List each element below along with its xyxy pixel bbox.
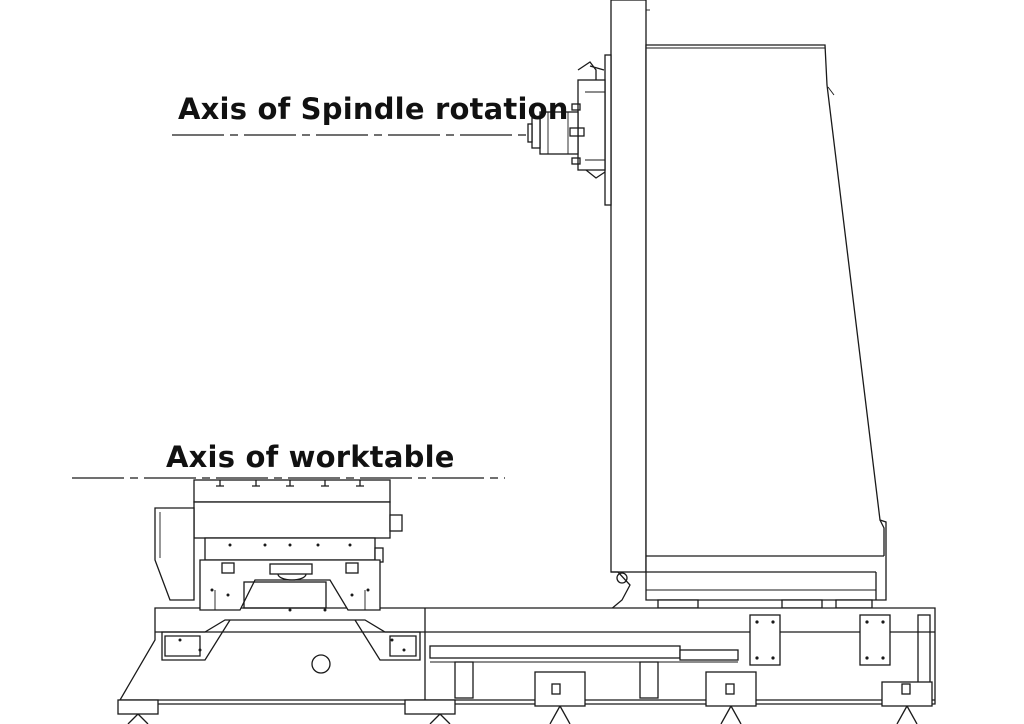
worktable [154, 479, 403, 611]
worktable-fastener-dots [178, 543, 406, 652]
machine-column [609, 0, 650, 611]
leveling-feet [117, 661, 933, 724]
worktable-axis-label: Axis of worktable [166, 440, 455, 474]
machine-housing [645, 44, 887, 609]
spindle-head [527, 54, 612, 206]
spindle-axis-label: Axis of Spindle rotation [178, 92, 569, 126]
machine-base [119, 607, 936, 705]
